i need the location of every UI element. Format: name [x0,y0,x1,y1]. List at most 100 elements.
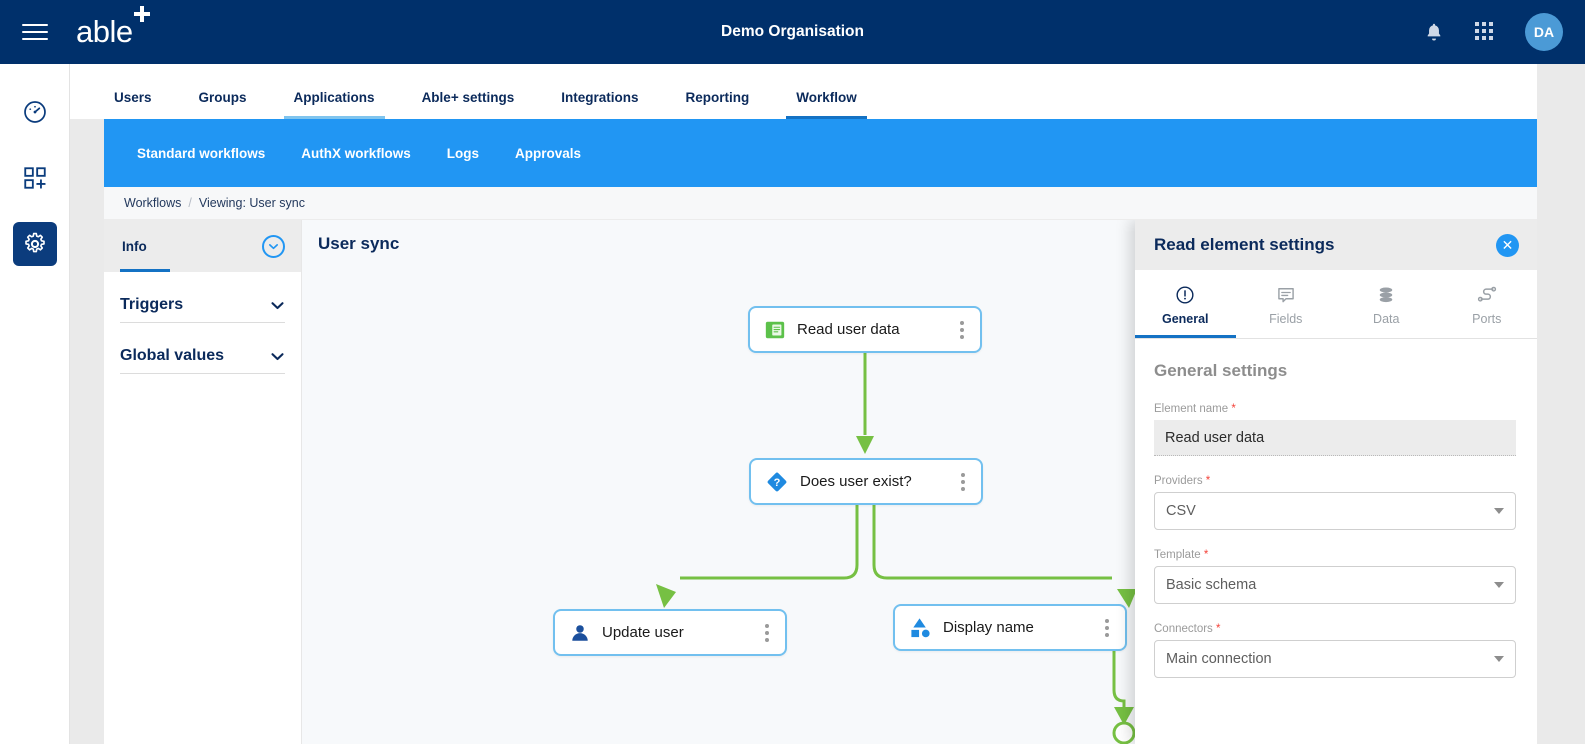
svg-text:?: ? [774,477,781,489]
node-label: Read user data [797,321,900,338]
node-label: Does user exist? [800,473,912,490]
blue-person-icon [572,624,588,641]
accordion-global-values[interactable]: Global values [120,323,285,374]
node-menu-icon[interactable] [1099,618,1115,637]
field-label-text: Template [1154,549,1201,561]
arrow-head [1114,707,1134,725]
arrow-head [856,436,874,454]
providers-select[interactable]: CSV [1154,492,1516,530]
subnav-approvals[interactable]: Approvals [515,145,582,161]
settings-tabs: General Fields [1135,270,1537,339]
field-label-text: Providers [1154,475,1203,487]
field-providers: Providers * CSV [1154,475,1516,530]
node-menu-icon[interactable] [954,320,970,339]
tab-groups[interactable]: Groups [198,90,247,105]
top-bar: able Demo Organisation DA [0,0,1585,64]
tab-integrations[interactable]: Integrations [561,90,639,105]
workflow-edges [656,351,1137,744]
top-bar-actions: DA [1423,13,1563,51]
connectors-select[interactable]: Main connection [1154,640,1516,678]
info-tab-label: Info [122,238,147,254]
tab-workflow[interactable]: Workflow [786,90,867,119]
blue-diamond-question-icon: ? [767,472,787,491]
tab-data[interactable]: Data [1336,270,1437,338]
field-label: Template * [1154,549,1516,561]
ports-connection-icon [1437,284,1538,306]
database-icon [1336,284,1437,306]
organisation-title: Demo Organisation [721,23,864,40]
apps-add-icon [23,167,46,189]
brand-plus-icon [133,6,150,22]
dashboard-gauge-icon [23,101,46,123]
chevron-down-icon [1494,656,1504,662]
settings-body: General settings Element name * Read use… [1135,339,1537,678]
tab-reporting[interactable]: Reporting [685,90,750,105]
tab-fields-label: Fields [1269,312,1303,326]
required-marker: * [1228,403,1236,415]
close-icon[interactable]: ✕ [1496,233,1519,257]
left-rail [0,64,70,744]
node-read-user-data[interactable]: Read user data [748,306,982,353]
node-menu-icon[interactable] [759,623,775,642]
chevron-down-icon [271,301,284,309]
workflow-panel: Standard workflows AuthX workflows Logs … [104,119,1537,744]
tab-ports-label: Ports [1472,312,1502,326]
accordion-triggers-label: Triggers [120,296,184,313]
brand-logo[interactable]: able [76,6,150,50]
tab-ports[interactable]: Ports [1437,270,1538,338]
settings-header: Read element settings ✕ [1135,220,1537,270]
breadcrumb-root[interactable]: Workflows [124,196,182,210]
sidebar-item-settings[interactable] [12,222,57,266]
hamburger-icon[interactable] [22,19,48,45]
brand-text: able [76,14,133,49]
workflow-body: Info Triggers Global values User sync [104,220,1537,744]
arrow-head [1117,589,1137,608]
providers-value: CSV [1166,503,1196,519]
node-label: Display name [943,619,1034,636]
node-menu-icon[interactable] [955,472,971,491]
tab-applications[interactable]: Applications [283,90,385,119]
exclamation-circle-icon [1135,284,1236,306]
tab-able-plus-settings[interactable]: Able+ settings [421,90,515,105]
subnav-logs[interactable]: Logs [446,145,480,161]
form-message-icon [1236,284,1337,306]
field-template: Template * Basic schema [1154,549,1516,604]
end-node [1112,721,1136,744]
subnav-authx-workflows[interactable]: AuthX workflows [301,145,411,161]
field-label: Element name * [1154,403,1516,415]
sidebar-item-applications[interactable] [13,156,57,200]
chevron-down-icon [1494,508,1504,514]
sidebar-item-dashboard[interactable] [13,90,57,134]
tab-general[interactable]: General [1135,270,1236,338]
page-title: User sync [318,234,400,253]
bell-icon[interactable] [1423,21,1445,43]
tab-fields[interactable]: Fields [1236,270,1337,338]
field-label: Providers * [1154,475,1516,487]
node-display-name[interactable]: Display name [893,604,1127,651]
main-tabbar: Users Groups Applications Able+ settings… [70,64,1537,119]
accordion-global-values-label: Global values [120,347,225,364]
avatar[interactable]: DA [1525,13,1563,51]
section-title: General settings [1154,361,1288,380]
info-tab[interactable]: Info [104,220,301,272]
breadcrumb: Workflows / Viewing: User sync [104,187,1537,220]
element-name-input[interactable]: Read user data [1154,420,1516,456]
element-settings-panel: Read element settings ✕ [1135,220,1537,744]
breadcrumb-current: Viewing: User sync [198,196,305,210]
apps-grid-icon[interactable] [1475,22,1495,42]
accordion-triggers[interactable]: Triggers [120,272,285,323]
template-select[interactable]: Basic schema [1154,566,1516,604]
chevron-down-icon [271,352,284,360]
tab-data-label: Data [1373,312,1400,326]
tab-general-label: General [1161,312,1209,326]
field-label: Connectors * [1154,623,1516,635]
chevron-down-circle-icon[interactable] [262,234,285,258]
required-marker: * [1200,549,1209,561]
field-label-text: Element name [1154,403,1229,415]
node-update-user[interactable]: Update user [553,609,787,656]
subnav-standard-workflows[interactable]: Standard workflows [137,145,266,161]
workflow-canvas[interactable]: User sync [302,220,1537,744]
tab-users[interactable]: Users [114,90,152,105]
node-does-user-exist[interactable]: ? Does user exist? [749,458,983,505]
workflow-subnav: Standard workflows AuthX workflows Logs … [104,119,1537,187]
